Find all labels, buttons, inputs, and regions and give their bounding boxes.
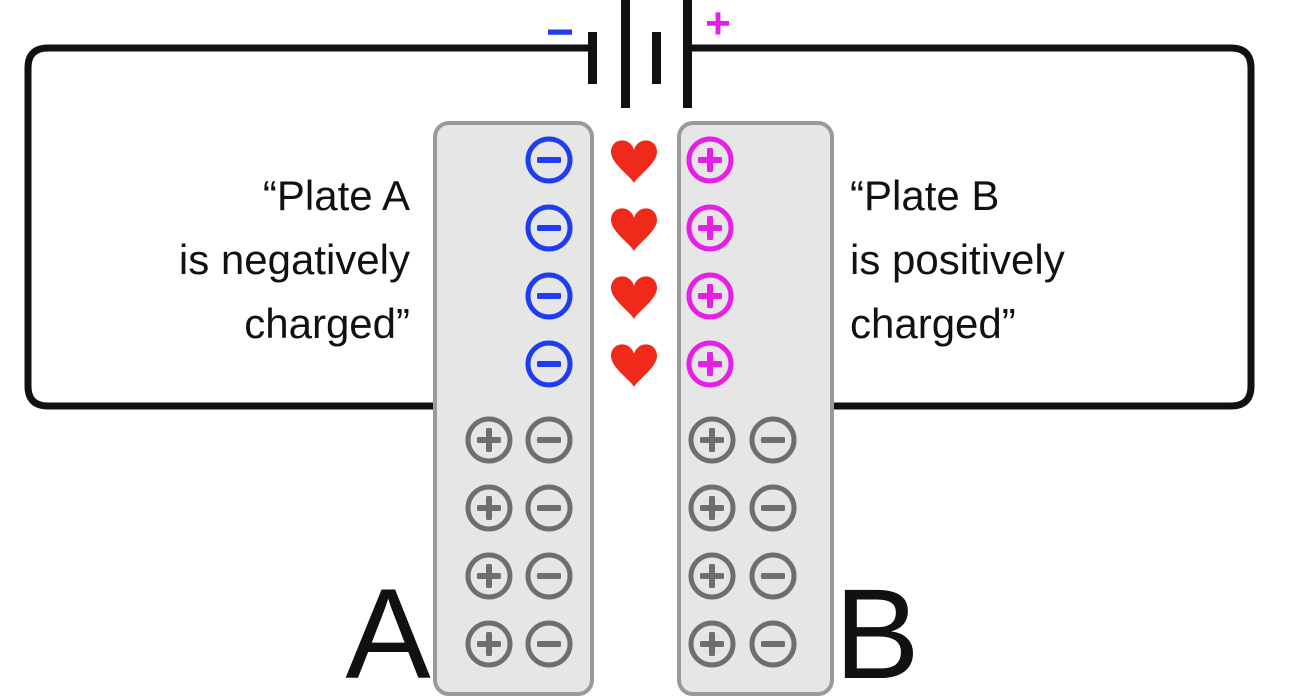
plate-a-negative-charge-icon — [525, 272, 573, 320]
plate-b-positive-charge-icon — [686, 136, 734, 184]
plate-b-caption-line: “Plate B — [850, 172, 999, 219]
plate-b-neutral-plus-icon — [688, 620, 736, 668]
plate-b-caption-line: charged” — [850, 300, 1016, 347]
plate-b-neutral-plus-icon — [688, 416, 736, 464]
plate-a-neutral-minus-icon — [525, 620, 573, 668]
attraction-heart-icon — [611, 208, 657, 251]
battery-long-plate — [683, 0, 692, 108]
plate-a-neutral-plus-icon — [465, 552, 513, 600]
plate-a-negative-charge-icon — [525, 136, 573, 184]
plate-a — [433, 121, 594, 696]
plate-a-neutral-minus-icon — [525, 484, 573, 532]
plate-a-neutral-plus-icon — [465, 416, 513, 464]
plate-b-neutral-plus-icon — [688, 484, 736, 532]
battery-positive-sign: + — [705, 0, 731, 48]
plate-b-neutral-minus-icon — [749, 416, 797, 464]
plate-b-caption-line: is positively — [850, 236, 1065, 283]
plate-a-letter: A — [345, 563, 431, 697]
plate-a-caption-line: “Plate A — [263, 172, 410, 219]
plate-a-neutral-minus-icon — [525, 416, 573, 464]
battery-negative-sign: − — [546, 6, 574, 59]
plate-a-caption-line: is negatively — [179, 236, 410, 283]
plate-b-neutral-plus-icon — [688, 552, 736, 600]
plate-a-negative-charge-icon — [525, 340, 573, 388]
battery-symbol — [588, 0, 692, 108]
plate-a-neutral-minus-icon — [525, 552, 573, 600]
battery-long-plate — [621, 0, 630, 108]
charges-layer — [465, 136, 797, 668]
plate-b — [677, 121, 834, 696]
plate-a-neutral-plus-icon — [465, 484, 513, 532]
plate-b-positive-charge-icon — [686, 204, 734, 252]
plate-a-caption-line: charged” — [244, 300, 410, 347]
plate-b-positive-charge-icon — [686, 340, 734, 388]
plate-a-negative-charge-icon — [525, 204, 573, 252]
attraction-heart-icon — [611, 344, 657, 387]
plate-b-caption: “Plate B is positively charged” — [850, 172, 1065, 347]
plate-b-neutral-minus-icon — [749, 552, 797, 600]
attraction-heart-icon — [611, 140, 657, 183]
plate-a-neutral-plus-icon — [465, 620, 513, 668]
plate-b-positive-charge-icon — [686, 272, 734, 320]
plate-a-caption: “Plate A is negatively charged” — [179, 172, 410, 347]
plate-b-letter: B — [834, 563, 919, 697]
plate-b-neutral-minus-icon — [749, 484, 797, 532]
battery-short-plate — [588, 32, 597, 84]
circuit-wire — [24, 44, 1255, 410]
plate-b-neutral-minus-icon — [749, 620, 797, 668]
battery-short-plate — [652, 32, 661, 84]
attraction-heart-icon — [611, 276, 657, 319]
